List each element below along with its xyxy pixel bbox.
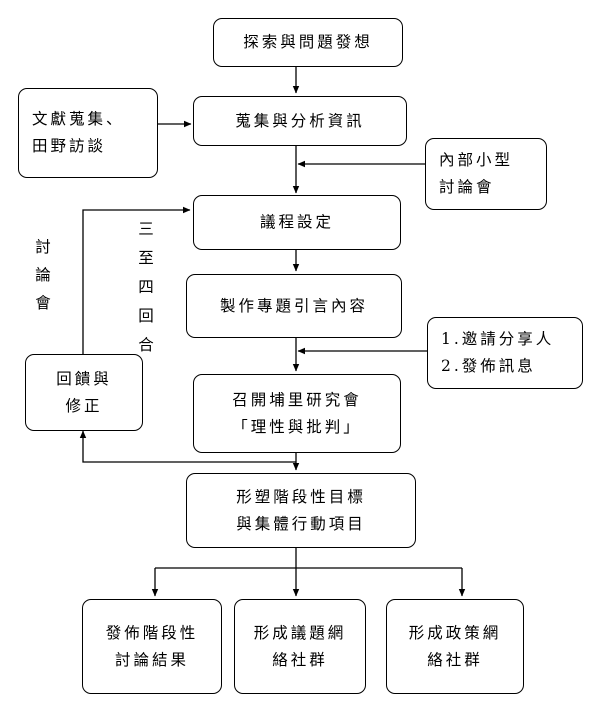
node-convene-line2: 「理性與批判」 (232, 417, 362, 436)
node-feedback-line2: 修正 (65, 396, 103, 415)
node-convene: 召開埔里研究會 「理性與批判」 (193, 374, 401, 453)
node-agenda-text: 議程設定 (259, 213, 334, 231)
node-publish-line2: 討論結果 (114, 650, 189, 669)
node-convene-line1: 召開埔里研究會 (232, 390, 362, 409)
node-collect: 蒐集與分析資訊 (193, 96, 407, 146)
node-issue-net-line2: 絡社群 (272, 650, 328, 669)
node-goals-line1: 形塑階段性目標 (236, 487, 366, 506)
node-policy-net-line1: 形成政策網 (408, 623, 502, 642)
node-agenda: 議程設定 (193, 195, 401, 250)
node-collect-text: 蒐集與分析資訊 (235, 111, 365, 130)
node-publish: 發佈階段性 討論結果 (82, 599, 222, 694)
label-rounds-char: 至 (138, 249, 154, 267)
node-issue-net: 形成議題網 絡社群 (234, 599, 366, 694)
node-explore-text: 探索與問題發想 (243, 33, 373, 51)
node-intro-text: 製作專題引言內容 (219, 296, 368, 315)
label-rounds-char: 合 (138, 336, 154, 354)
node-policy-net: 形成政策網 絡社群 (386, 599, 524, 694)
node-invite-line1: 1.邀請分享人 (441, 330, 555, 348)
label-rounds-char: 四 (138, 278, 154, 296)
label-rounds: 三 至 四 回 合 (136, 215, 156, 360)
arrow-main-to-feedback (79, 430, 296, 463)
node-goals: 形塑階段性目標 與集體行動項目 (186, 473, 416, 548)
node-internal-line2: 討論會 (439, 178, 495, 196)
node-internal: 內部小型 討論會 (425, 138, 547, 210)
node-feedback-line1: 回饋與 (56, 369, 112, 388)
label-discussion-char: 論 (35, 266, 51, 284)
arrow-feedback-loop-to-agenda (82, 206, 191, 354)
node-literature: 文獻蒐集、 田野訪談 (18, 88, 158, 178)
label-discussion-char: 會 (35, 294, 51, 312)
node-policy-net-line2: 絡社群 (427, 650, 483, 669)
node-literature-line1: 文獻蒐集、 (32, 110, 125, 128)
node-literature-line2: 田野訪談 (32, 137, 107, 155)
node-intro: 製作專題引言內容 (186, 274, 402, 338)
label-rounds-char: 回 (138, 307, 154, 325)
label-rounds-char: 三 (138, 220, 154, 238)
label-discussion-char: 討 (35, 238, 51, 256)
node-publish-line1: 發佈階段性 (105, 623, 199, 642)
node-goals-line2: 與集體行動項目 (236, 514, 366, 533)
node-feedback: 回饋與 修正 (25, 354, 143, 431)
node-issue-net-line1: 形成議題網 (253, 623, 347, 642)
node-internal-line1: 內部小型 (439, 151, 514, 169)
node-invite-line2: 2.發佈訊息 (441, 357, 536, 375)
node-explore: 探索與問題發想 (213, 18, 403, 67)
label-discussion: 討 論 會 (33, 233, 53, 317)
node-invite: 1.邀請分享人 2.發佈訊息 (427, 317, 583, 389)
